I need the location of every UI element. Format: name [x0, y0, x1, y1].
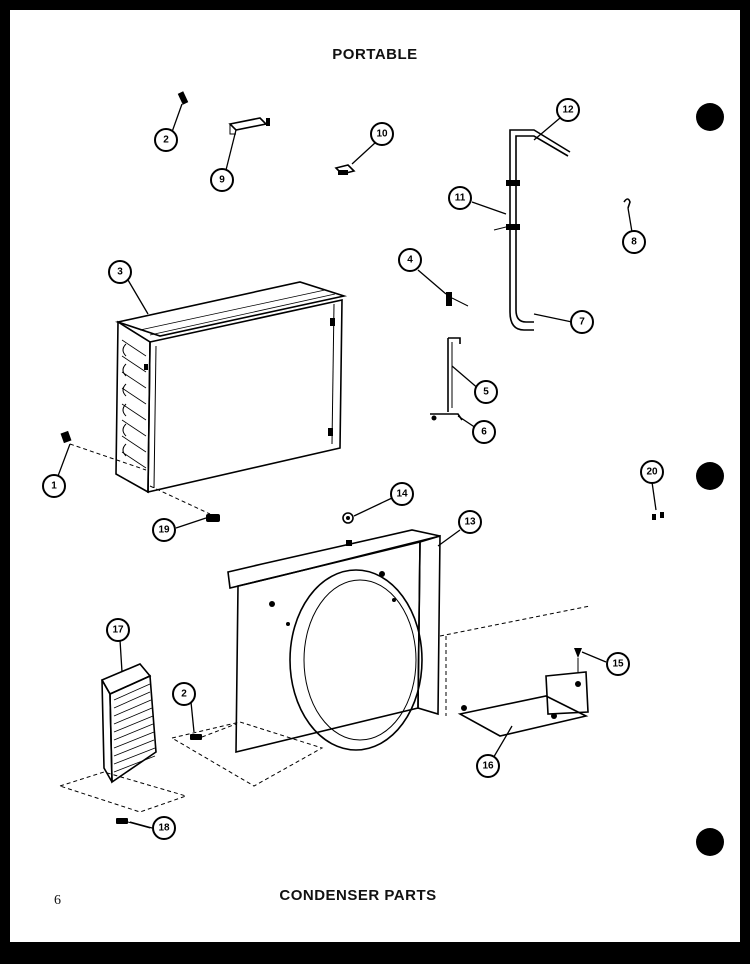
svg-text:16: 16 [482, 761, 494, 772]
page-header: PORTABLE [332, 46, 418, 63]
callout-2-bottom: 2 [172, 682, 196, 706]
svg-text:5: 5 [483, 387, 489, 398]
svg-text:4: 4 [407, 255, 413, 266]
svg-text:1: 1 [51, 481, 57, 492]
motor-mount-part-16 [439, 605, 591, 737]
page-number: 6 [54, 893, 61, 908]
callout-19: 19 [152, 518, 176, 542]
callout-10: 10 [370, 122, 394, 146]
callout-6: 6 [472, 420, 496, 444]
callout-12: 12 [556, 98, 580, 122]
callout-15: 15 [606, 652, 630, 676]
svg-text:14: 14 [396, 489, 408, 500]
bracket-part-9 [228, 117, 270, 135]
svg-text:12: 12 [562, 105, 574, 116]
screw-part-15 [574, 648, 582, 672]
svg-text:3: 3 [117, 267, 123, 278]
tubing-assembly-part [493, 129, 571, 331]
diagram-title: CONDENSER PARTS [279, 887, 437, 904]
condenser-coil-part [114, 281, 348, 494]
clip-part-8 [623, 198, 631, 209]
callout-18: 18 [152, 816, 176, 840]
grille-part-17 [58, 663, 188, 813]
fan-shroud-part [227, 529, 441, 754]
clip-part-10 [334, 164, 356, 175]
callout-3: 3 [108, 260, 132, 284]
callout-8: 8 [622, 230, 646, 254]
svg-text:9: 9 [219, 175, 225, 186]
base-plate-outline [170, 721, 324, 787]
binder-hole-bottom [696, 828, 724, 856]
callout-20: 20 [640, 460, 664, 484]
screw-part-19 [149, 485, 220, 522]
callout-4: 4 [398, 248, 422, 272]
svg-text:2: 2 [181, 689, 187, 700]
screw-part-4 [446, 292, 469, 307]
svg-text:2: 2 [163, 135, 169, 146]
callout-9: 9 [210, 168, 234, 192]
svg-text:20: 20 [646, 467, 658, 478]
svg-text:18: 18 [158, 823, 170, 834]
svg-text:15: 15 [612, 659, 624, 670]
callout-1: 1 [42, 474, 66, 498]
svg-text:8: 8 [631, 237, 637, 248]
screw-part-1 [60, 430, 147, 471]
fastener-part-20 [652, 512, 664, 520]
svg-text:11: 11 [455, 193, 466, 204]
svg-text:6: 6 [481, 427, 487, 438]
svg-text:7: 7 [579, 317, 585, 328]
grommet-part-14 [342, 512, 354, 524]
binder-hole-top [696, 103, 724, 131]
callout-16: 16 [476, 754, 500, 778]
svg-text:19: 19 [158, 525, 170, 536]
callout-2-top: 2 [154, 128, 178, 152]
svg-text:13: 13 [464, 517, 476, 528]
callout-17: 17 [106, 618, 130, 642]
bracket-part-6 [430, 413, 463, 421]
bracket-part-5 [447, 337, 461, 412]
screw-part-2-top [177, 91, 189, 105]
callout-5: 5 [474, 380, 498, 404]
screw-part-2-bottom [190, 723, 237, 740]
callout-14: 14 [390, 482, 414, 506]
binder-hole-middle [696, 462, 724, 490]
svg-text:17: 17 [112, 625, 124, 636]
callout-13: 13 [458, 510, 482, 534]
callout-7: 7 [570, 310, 594, 334]
callout-leaders [57, 103, 657, 829]
callout-11: 11 [448, 186, 472, 210]
svg-text:10: 10 [376, 129, 388, 140]
